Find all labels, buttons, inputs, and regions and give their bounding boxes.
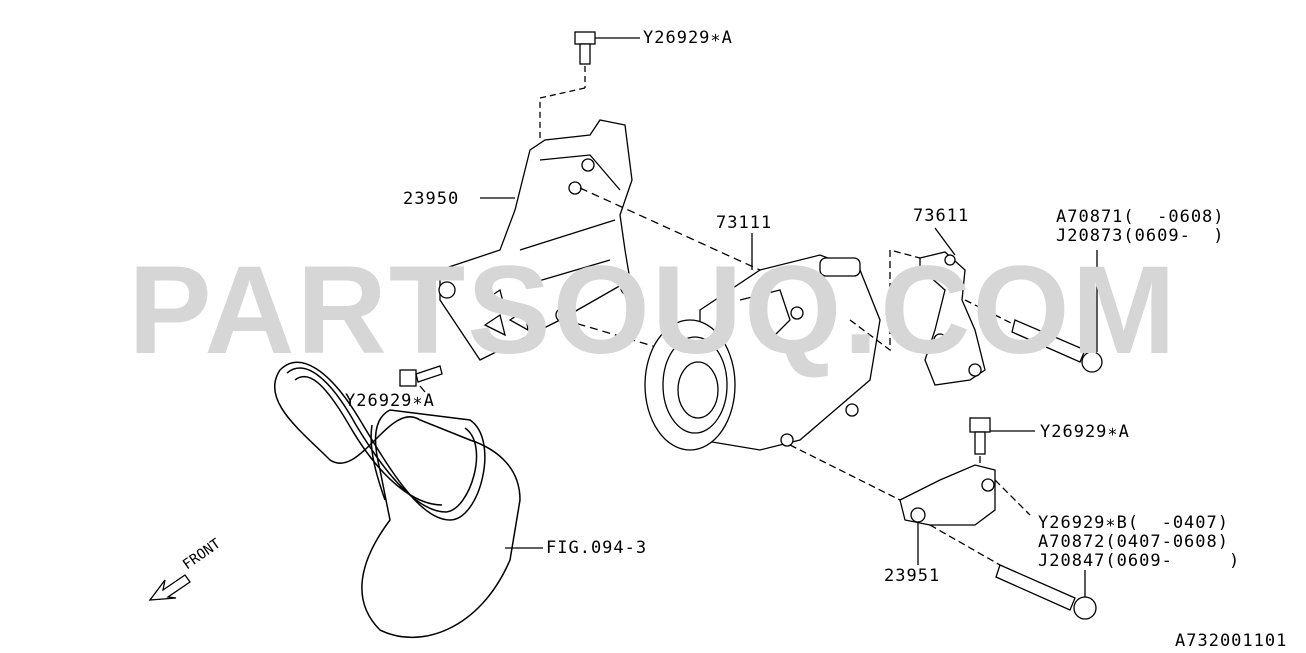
label-belt-fig[interactable]: FIG.094-3 xyxy=(546,538,648,558)
bolt-right[interactable] xyxy=(1011,250,1103,373)
label-bolt-lower[interactable]: Y26929∗A xyxy=(1040,422,1130,442)
label-bolt-right-1[interactable]: A70871( -0608) xyxy=(1056,207,1225,227)
bracket-23951[interactable] xyxy=(899,464,996,526)
label-bolt-top[interactable]: Y26929∗A xyxy=(643,28,733,48)
label-bolt-bottom-2[interactable]: A70872(0407-0608) xyxy=(1038,532,1229,552)
front-arrow-icon xyxy=(148,574,191,601)
label-bolt-bottom-3[interactable]: J20847(0609- ) xyxy=(1038,551,1241,571)
bolt-left[interactable] xyxy=(399,365,443,393)
bracket-23950[interactable] xyxy=(438,119,636,361)
bracket-73611[interactable] xyxy=(919,251,986,386)
diagram-id: A732001101 xyxy=(1175,631,1288,651)
label-compressor-73111[interactable]: 73111 xyxy=(716,213,773,233)
label-bolt-bottom-1[interactable]: Y26929∗B( -0407) xyxy=(1038,513,1229,533)
label-bolt-right-2[interactable]: J20873(0609- ) xyxy=(1056,226,1225,246)
bolt-lower[interactable] xyxy=(969,417,1035,455)
compressor-73111[interactable] xyxy=(644,254,881,451)
label-bracket-23950[interactable]: 23950 xyxy=(403,189,460,209)
label-bracket-23951[interactable]: 23951 xyxy=(884,566,941,586)
bolt-top[interactable] xyxy=(574,31,640,65)
label-bracket-73611[interactable]: 73611 xyxy=(913,206,970,226)
drive-belt[interactable] xyxy=(273,361,521,638)
watermark: PARTSOUQ.COM xyxy=(128,241,1178,380)
bolt-bottom[interactable] xyxy=(995,564,1097,620)
label-bolt-left[interactable]: Y26929∗A xyxy=(345,391,435,411)
